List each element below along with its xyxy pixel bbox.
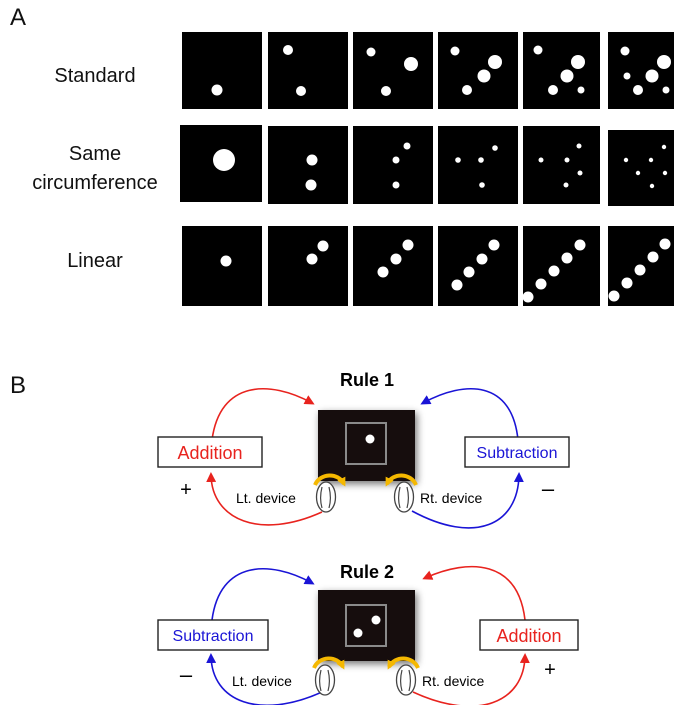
stimulus-tile bbox=[522, 226, 600, 306]
rule-2-blue-arc-top bbox=[211, 567, 315, 621]
rule-2-addition-label: Addition bbox=[496, 626, 561, 646]
rule-2-minus-sign: – bbox=[180, 662, 193, 687]
rule-2-red-arc-top bbox=[422, 565, 526, 621]
rule-2-right-device-label: Rt. device bbox=[422, 673, 484, 689]
rule-1-right-device-label: Rt. device bbox=[420, 490, 482, 506]
rule-2-addition-box bbox=[479, 619, 579, 651]
rule-1-addition-box bbox=[157, 436, 263, 468]
rule-2-title: Rule 2 bbox=[340, 562, 394, 582]
rule-1-left-device-label: Lt. device bbox=[236, 490, 296, 506]
rule-2-blue-arc-bottom bbox=[206, 653, 323, 705]
stimulus-tile bbox=[353, 32, 433, 109]
rule-1-red-arc-bottom bbox=[206, 472, 323, 526]
stimulus-tile bbox=[438, 32, 518, 109]
rule-1-subtraction-box bbox=[464, 436, 570, 468]
row-label-line-1: Same bbox=[68, 143, 122, 165]
stimulus-tile bbox=[608, 32, 674, 109]
rule-2-dot bbox=[371, 615, 381, 625]
panel-a-letter: A bbox=[10, 4, 27, 31]
rule-1-screen bbox=[318, 410, 415, 481]
rule-2-red-arc-bottom bbox=[412, 653, 530, 705]
rule-2-subtraction-label: Subtraction bbox=[173, 628, 254, 645]
rule-1-minus-sign: – bbox=[542, 476, 555, 501]
stimulus-tile bbox=[180, 125, 262, 202]
stimulus-tile bbox=[523, 126, 600, 204]
stimulus-tile bbox=[268, 226, 348, 306]
row-label-linear: Linear bbox=[67, 250, 123, 272]
same-circumference-row bbox=[180, 125, 674, 206]
rule-1-fixation-frame bbox=[345, 422, 387, 465]
rule-1-plus-sign: + bbox=[180, 479, 192, 501]
rule-1-right-device-icon bbox=[393, 481, 415, 513]
stimulus-tile bbox=[182, 32, 262, 109]
standard-row bbox=[182, 32, 674, 109]
rule-1-addition-label: Addition bbox=[177, 443, 242, 463]
rule-1-diagram: Rule 1 Addition Subtraction + – Lt. devi… bbox=[157, 370, 570, 529]
rule-1-left-turn-arrow bbox=[313, 473, 346, 487]
stimulus-tile bbox=[353, 226, 433, 306]
rule-1-subtraction-label: Subtraction bbox=[477, 445, 558, 462]
rule-2-screen bbox=[318, 590, 415, 661]
rule-1-dot bbox=[365, 434, 375, 444]
rule-2-right-device-icon bbox=[395, 664, 417, 696]
stimulus-tile bbox=[268, 126, 348, 204]
stimulus-tile bbox=[268, 32, 348, 109]
stimulus-tile bbox=[608, 226, 674, 306]
rule-1-red-arc-top bbox=[211, 387, 315, 441]
row-label-standard: Standard bbox=[54, 65, 136, 87]
stimulus-tile bbox=[608, 130, 674, 206]
rule-2-subtraction-box bbox=[157, 619, 269, 651]
rule-2-left-device-icon bbox=[314, 664, 336, 696]
stimulus-grid bbox=[180, 32, 674, 306]
rule-2-diagram: Rule 2 Subtraction Addition – + Lt. devi… bbox=[157, 562, 579, 705]
panel-b-letter: B bbox=[10, 372, 27, 399]
rule-2-left-turn-arrow bbox=[312, 656, 345, 670]
rule-1-blue-arc-top bbox=[420, 387, 519, 441]
stimulus-tile bbox=[523, 32, 600, 109]
rule-diagrams: Rule 1 Addition Subtraction + – Lt. devi… bbox=[157, 370, 579, 705]
row-label-same-circumference: Same circumference bbox=[8, 140, 182, 198]
stimulus-tile bbox=[438, 226, 518, 306]
rule-2-left-device-label: Lt. device bbox=[232, 673, 292, 689]
rule-2-right-turn-arrow bbox=[387, 656, 420, 670]
rule-1-title: Rule 1 bbox=[340, 370, 394, 390]
rule-1-blue-arc-bottom bbox=[411, 472, 524, 529]
stimulus-tile bbox=[438, 126, 518, 204]
stimulus-tile bbox=[353, 126, 433, 204]
rule-1-right-turn-arrow bbox=[385, 473, 418, 487]
rule-2-plus-sign: + bbox=[544, 659, 556, 681]
rule-2-fixation-frame bbox=[345, 604, 387, 647]
row-label-line-2: circumference bbox=[32, 172, 158, 194]
linear-row bbox=[182, 226, 674, 306]
rule-1-left-device-icon bbox=[315, 481, 337, 513]
rule-2-dot bbox=[353, 628, 363, 638]
stimulus-tile bbox=[182, 226, 262, 306]
